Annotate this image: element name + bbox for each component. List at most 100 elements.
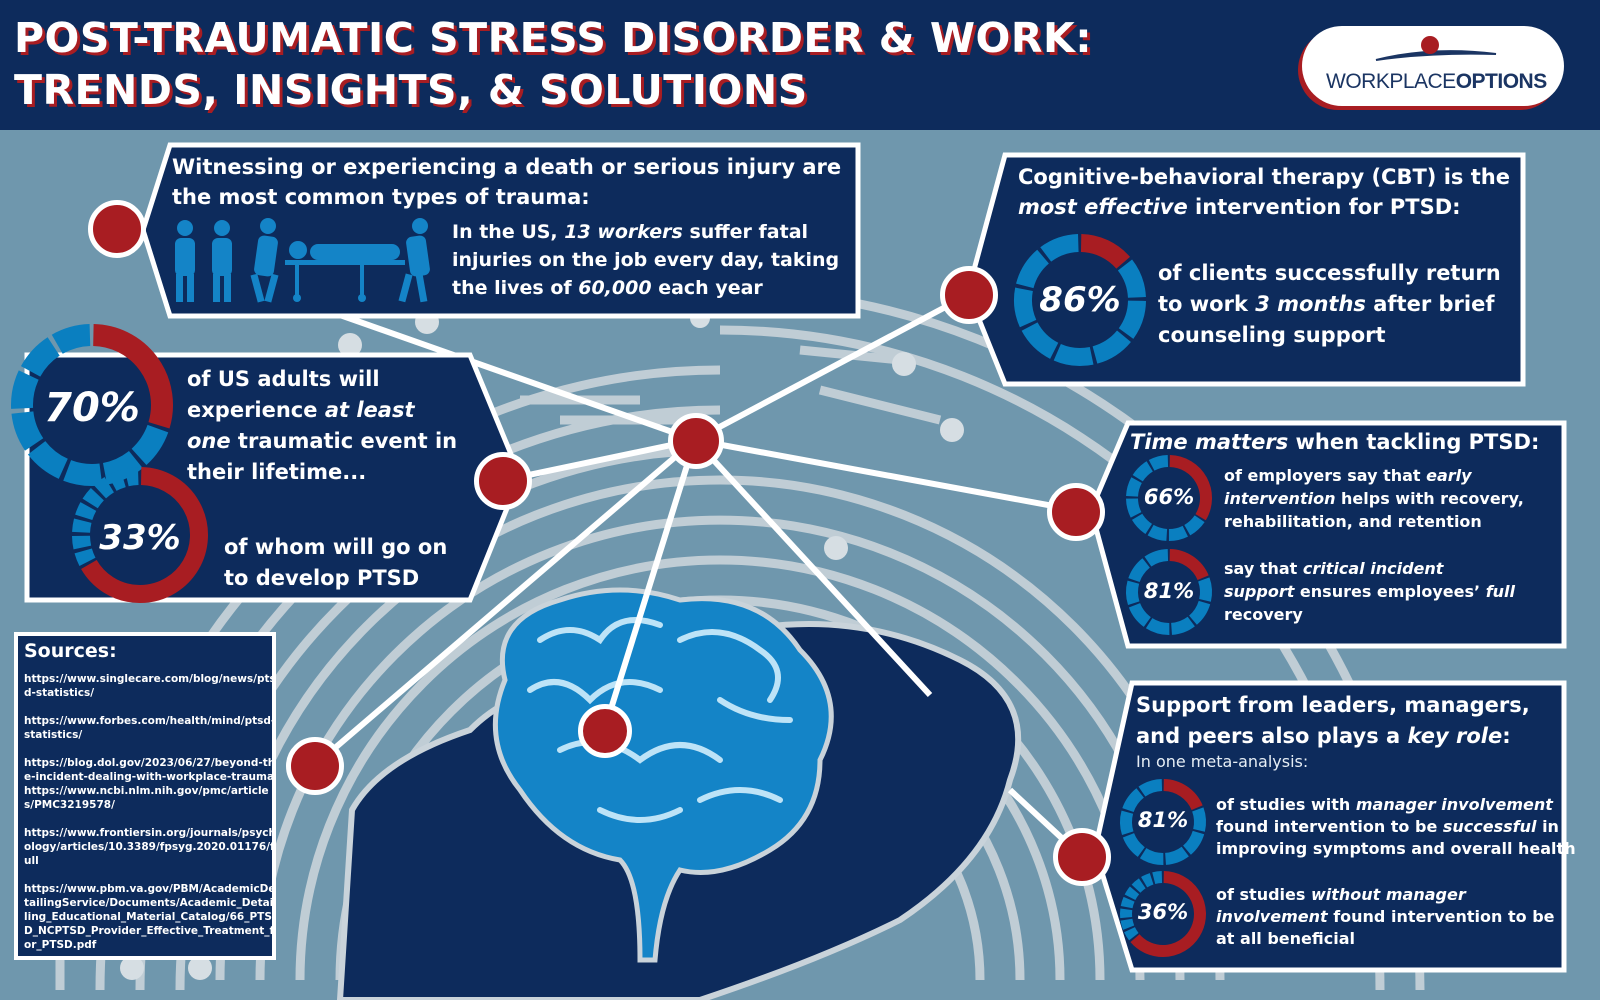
ring-remainder-arc [1169, 455, 1212, 521]
ring-remainder-arc [1080, 234, 1130, 269]
sources-title: Sources: [24, 640, 117, 662]
ring-segment [108, 469, 126, 491]
support-heading-line-2-suffix: : [1502, 724, 1511, 748]
ring-segment [1168, 525, 1188, 542]
ring-segment [1144, 549, 1169, 567]
cbt-heading-line-1: Cognitive-behavioral therapy (CBT) is th… [1018, 165, 1510, 189]
cbt-stat-line-3: counseling support [1158, 323, 1386, 347]
ring-label-66: 66% [1143, 485, 1195, 509]
adults-stat-emphasis-1: at least [324, 398, 415, 422]
ring-segment [1192, 807, 1206, 832]
ring-segment [1139, 847, 1164, 865]
logo-swoosh-icon [1375, 50, 1497, 61]
connector-node-time [1047, 483, 1105, 541]
ring-segment [74, 548, 96, 566]
no-manager-line-1-prefix: of studies [1216, 885, 1311, 904]
ring-segment [11, 410, 44, 451]
ring-remainder-arc [92, 324, 173, 429]
source-link[interactable]: https://www.pbm.va.gov/PBM/AcademicDetai… [24, 883, 276, 951]
ring-remainder-arc [1169, 549, 1209, 581]
source-link[interactable]: https://www.frontiersin.org/journals/psy… [24, 827, 276, 867]
ptsd-stat-line-2: to develop PTSD [224, 566, 420, 590]
connector-node-adults [474, 452, 532, 510]
ring-segment [1131, 878, 1146, 893]
source-link[interactable]: https://www.forbes.com/health/mind/ptsd-… [24, 715, 276, 741]
ring-remainder-arc [1130, 871, 1206, 957]
logo-word-light: WORKPLACE [1326, 70, 1456, 93]
early-line-3: rehabilitation, and retention [1224, 512, 1482, 531]
connector-node-sources [286, 737, 344, 795]
ring-segment [131, 424, 169, 465]
ring-segment [72, 535, 92, 550]
ring-segment [1124, 886, 1140, 901]
ring-segment [63, 459, 103, 486]
no-manager-text: of studies without manager involvement f… [1216, 884, 1555, 950]
adults-stat-text: of US adults will experience at least on… [187, 364, 457, 488]
ring-segment [1132, 461, 1154, 482]
no-manager-emphasis-1: without manager [1310, 885, 1466, 904]
adults-stat-line-1: of US adults will [187, 367, 380, 391]
trauma-heading-line-1: Witnessing or experiencing a death or se… [172, 155, 842, 179]
ring-segment [1131, 513, 1153, 534]
ring-segment [102, 450, 143, 485]
ring-segment [1147, 524, 1168, 541]
ring-label-81-critical: 81% [1143, 579, 1195, 603]
ring-segment [1164, 846, 1189, 865]
ring-remainder-arc [81, 467, 208, 603]
source-link[interactable]: https://www.singlecare.com/blog/news/pts… [24, 673, 276, 699]
early-emphasis-1: early [1426, 466, 1472, 485]
support-heading-emphasis: key role [1407, 724, 1503, 748]
cbt-stat-text: of clients successfully return to work 3… [1158, 258, 1501, 351]
time-heading: Time matters when tackling PTSD: [1130, 430, 1539, 454]
critical-line-2-mid: ensures employees’ [1294, 582, 1486, 601]
early-line-1-prefix: of employers say that [1224, 466, 1427, 485]
trauma-stat: In the US, 13 workers suffer fatal injur… [452, 218, 839, 302]
manager-line-2-prefix: found intervention to be [1216, 817, 1443, 836]
source-link[interactable]: https://blog.dol.gov/2023/06/27/beyond-t… [24, 757, 276, 811]
ring-segment [72, 518, 92, 533]
critical-emphasis-3: full [1485, 582, 1516, 601]
brain-icon [492, 587, 834, 963]
ring-segment [27, 440, 69, 479]
ptsd-stat-line-1: of whom will go on [224, 535, 448, 559]
cbt-stat-emphasis: 3 months [1255, 292, 1366, 316]
trauma-stat-line-2: injuries on the job every day, taking [452, 249, 840, 271]
manager-involvement-text: of studies with manager involvement foun… [1216, 794, 1576, 860]
ring-segment [1148, 455, 1169, 471]
ring-label-33: 33% [99, 518, 181, 558]
manager-line-1-prefix: of studies with [1216, 795, 1356, 814]
critical-line-1-prefix: say that [1224, 559, 1303, 578]
cbt-stat-line-2-prefix: to work [1158, 292, 1256, 316]
ring-segment [1016, 249, 1050, 289]
ring-segment [1170, 616, 1195, 635]
time-heading-suffix: when tackling PTSD: [1288, 430, 1540, 454]
ring-segment [1145, 617, 1170, 635]
manager-emphasis-1: manager involvement [1355, 795, 1553, 814]
ring-segment [1120, 896, 1135, 909]
trauma-panel-frame [140, 142, 861, 319]
connection-lines [313, 292, 1083, 858]
critical-emphasis-1: critical incident [1302, 559, 1444, 578]
ring-segment [1118, 300, 1146, 339]
ring-segment [1120, 918, 1135, 930]
ring-segment [1092, 330, 1131, 364]
time-heading-emphasis: Time matters [1130, 430, 1289, 454]
ring-segment [1182, 830, 1205, 855]
ring-segment [1014, 287, 1037, 328]
ring-segment [1188, 600, 1211, 625]
ring-segment [1128, 602, 1152, 627]
trauma-stat-lives: 60,000 [578, 277, 652, 299]
ring-segment [11, 370, 39, 409]
ring-segment [1126, 580, 1140, 606]
ring-segment [51, 324, 91, 355]
connector-node-brain [578, 704, 632, 758]
ring-segment [20, 337, 61, 378]
no-manager-line-2-suffix: found intervention to be [1327, 907, 1555, 926]
ring-segment [1152, 871, 1163, 885]
logo-wordmark: WORKPLACEOPTIONS [1326, 70, 1547, 94]
ring-segment [1126, 477, 1143, 497]
cbt-heading: Cognitive-behavioral therapy (CBT) is th… [1018, 162, 1510, 222]
ring-segment [1122, 832, 1146, 857]
trauma-stat-line-3-suffix: each year [651, 277, 763, 299]
